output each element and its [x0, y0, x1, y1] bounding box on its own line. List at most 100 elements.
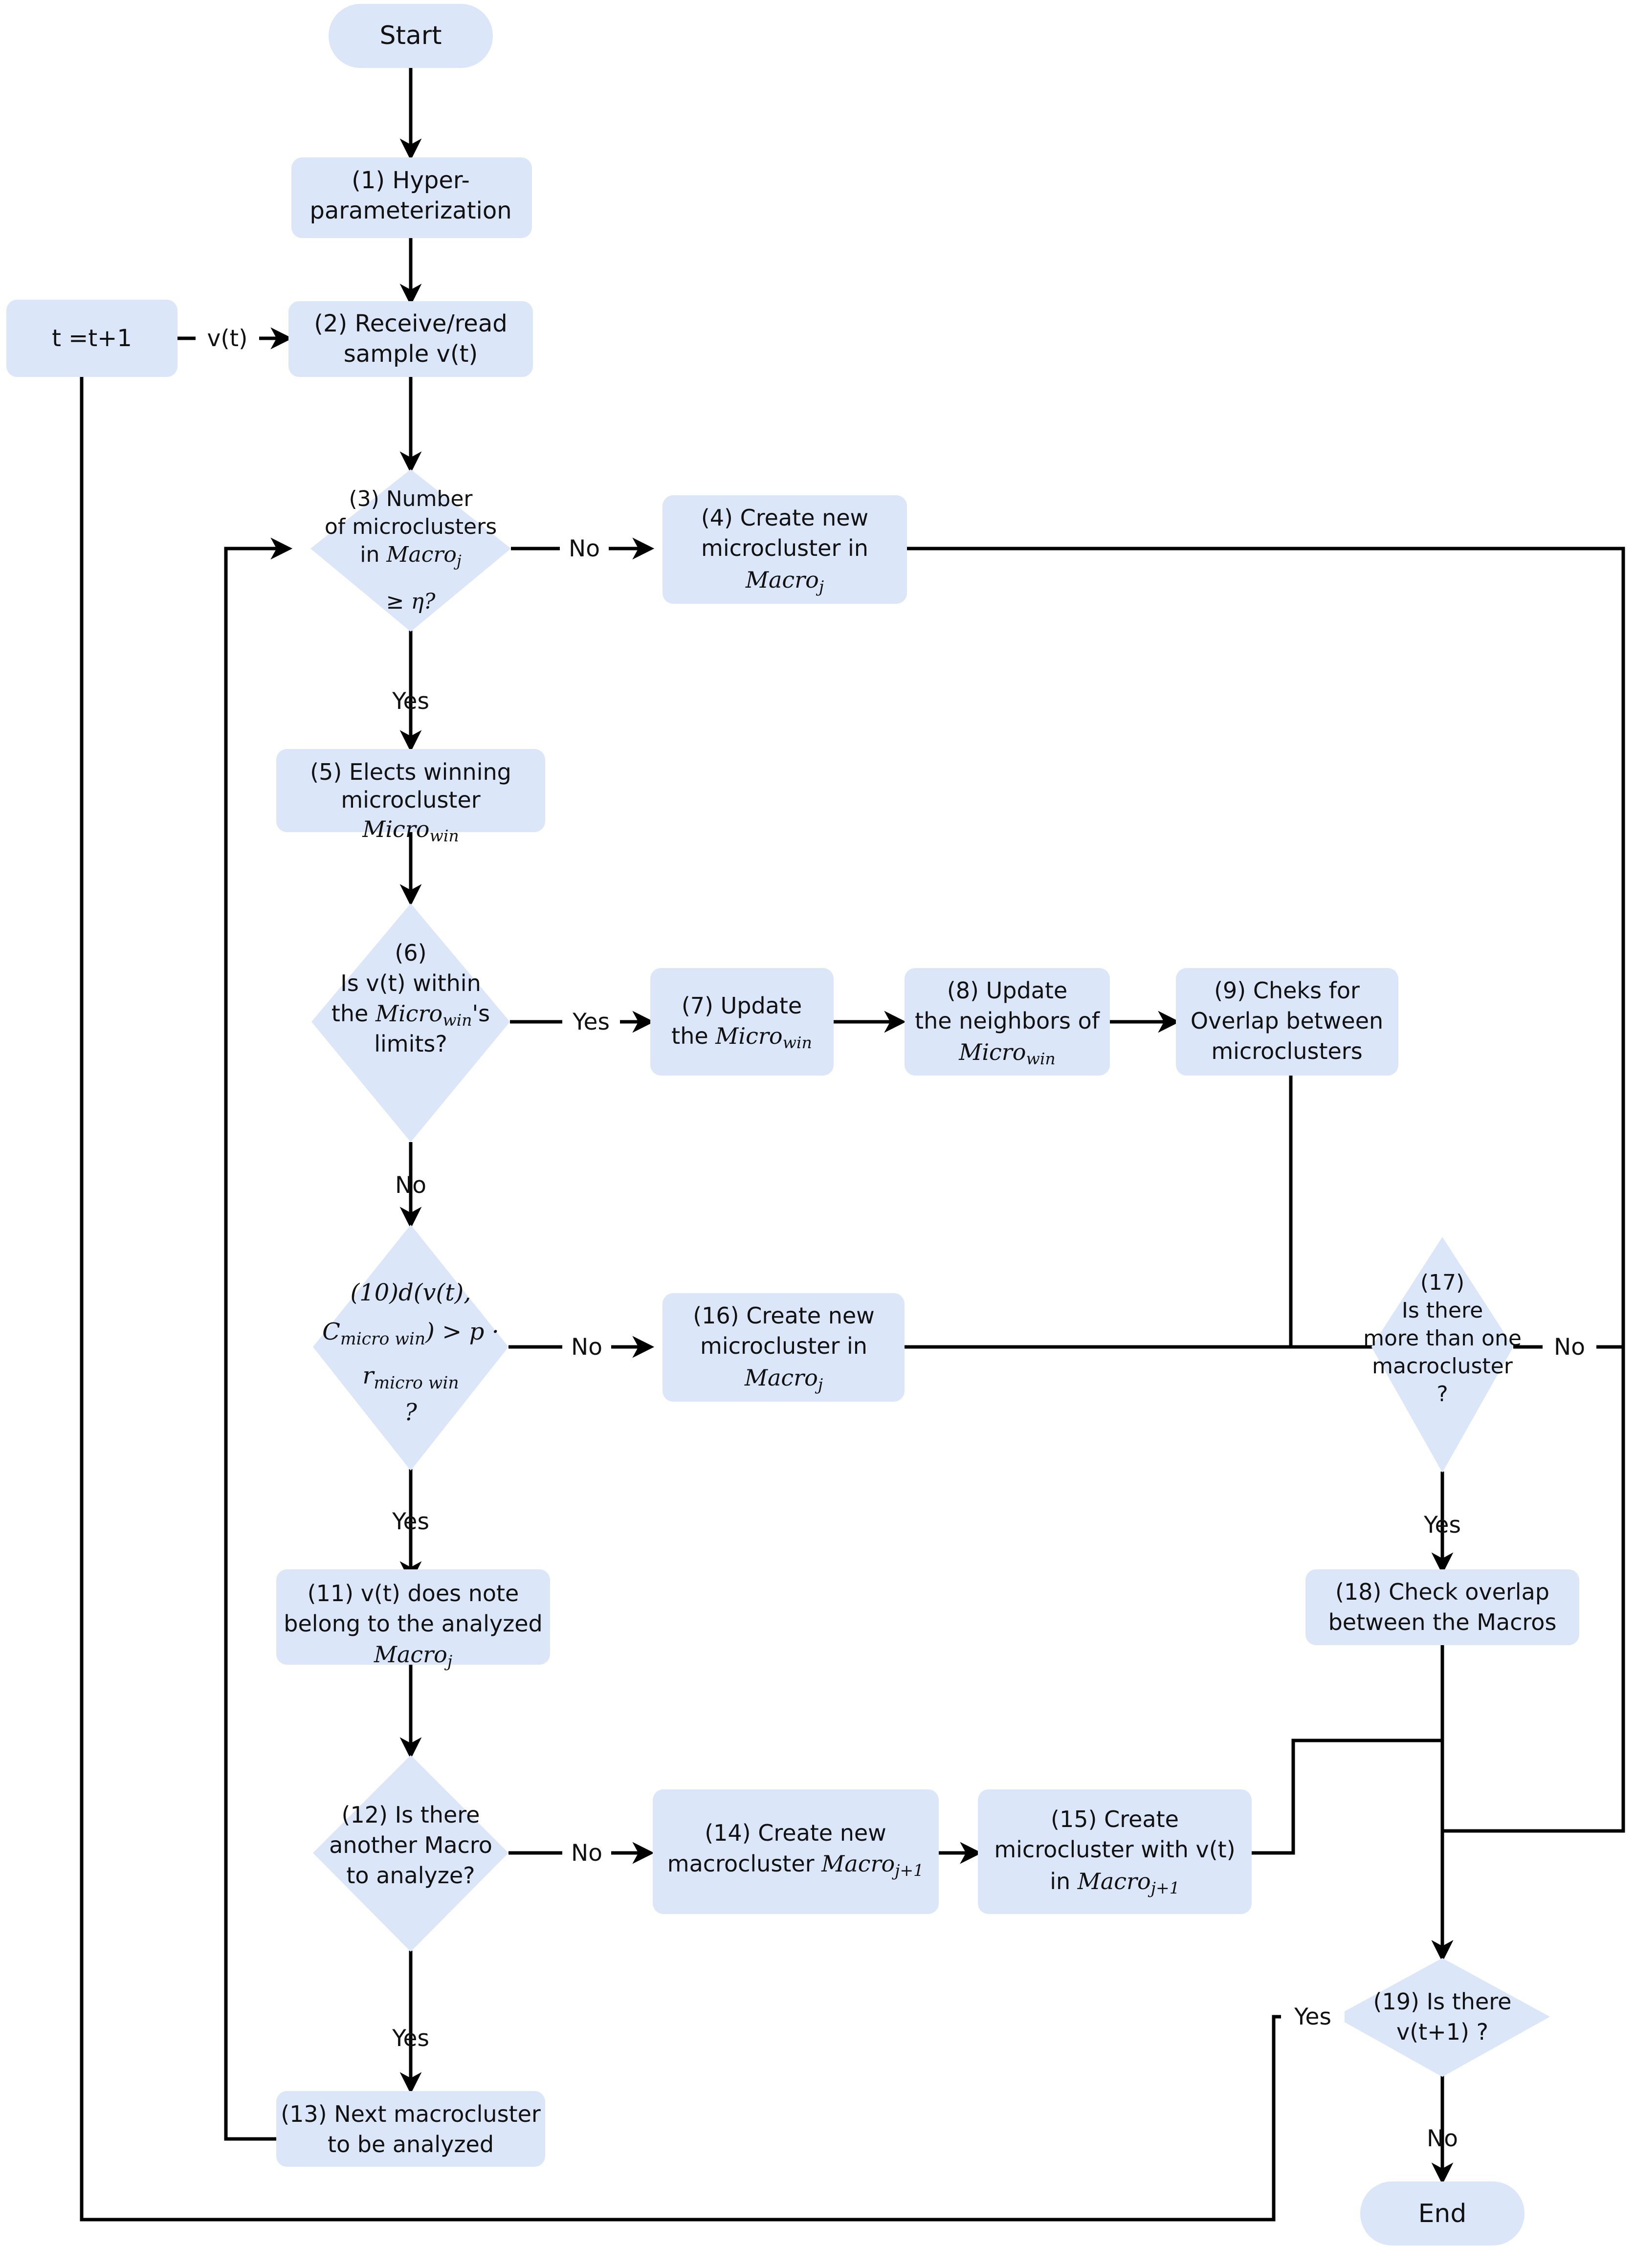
- node-5-label-line2: microcluster: [341, 787, 480, 813]
- edge-label-tinc-to-2: v(t): [207, 325, 248, 352]
- node-3-label-line1: (3) Number: [349, 486, 473, 511]
- node-16-shape[interactable]: [663, 1293, 905, 1402]
- edge-label-17-no: No: [1554, 1334, 1585, 1361]
- node-8-label-line1: (8) Update: [947, 977, 1067, 1004]
- node-6-label-line2: Is v(t) within: [340, 970, 481, 996]
- edge-label-bg-17no: [1543, 1332, 1596, 1363]
- node-18-label-line2: between the Macros: [1328, 1609, 1557, 1635]
- node-17-label-line3: more than one: [1363, 1326, 1522, 1351]
- node-6-label-line4: limits?: [374, 1031, 447, 1057]
- node-17-label-line1: (17): [1420, 1270, 1464, 1295]
- edge-label-3-yes: Yes: [392, 688, 429, 715]
- node-10-shape[interactable]: [313, 1225, 508, 1471]
- edge-label-10-yes: Yes: [392, 1508, 429, 1535]
- node-start-shape[interactable]: [329, 4, 493, 68]
- node-8-label-line3: Microwin: [958, 1039, 1056, 1068]
- node-14-shape[interactable]: [653, 1789, 939, 1914]
- edge-13-to-3: [224, 537, 293, 2141]
- node-labels-layer: Start (1) Hyper- parameterization t =t+1…: [52, 21, 1556, 2228]
- node-11-label-line2: belong to the analyzed: [284, 1610, 543, 1637]
- node-1-label-line2: parameterization: [309, 197, 511, 224]
- node-end-shape[interactable]: [1360, 2181, 1525, 2246]
- edge-15-to-19: [1252, 1739, 1454, 1962]
- node-11-label-line1: (11) v(t) does note: [308, 1580, 519, 1607]
- edge-label-bg-12no: [562, 1838, 611, 1869]
- edge-label-6-no: No: [395, 1172, 426, 1199]
- edge-label-6-yes: Yes: [572, 1009, 610, 1035]
- edge-label-17-yes: Yes: [1423, 1512, 1461, 1539]
- node-8-label-line2: the neighbors of: [915, 1008, 1101, 1034]
- node-1-shape[interactable]: [291, 157, 532, 238]
- node-4-shape[interactable]: [663, 495, 907, 604]
- node-10-label-line2: Cmicro win) > p ·: [322, 1318, 499, 1349]
- node-16-label-line1: (16) Create new: [693, 1302, 875, 1329]
- node-15-label-line3: in Macroj+1: [1050, 1868, 1180, 1897]
- node-16-label-line3: Macroj: [744, 1365, 823, 1394]
- node-6-label-line3: the Microwin's: [331, 1000, 490, 1030]
- node-5-label-line3: Microwin: [362, 816, 459, 845]
- node-4-label-line3: Macroj: [745, 567, 824, 596]
- node-3-label-line3: in Macroj: [360, 542, 462, 570]
- node-8-shape[interactable]: [905, 968, 1110, 1076]
- edge-label-19-no: No: [1427, 2125, 1458, 2152]
- node-10-label-line4: ?: [404, 1399, 417, 1426]
- edge-label-bg-19yes: [1281, 2002, 1345, 2032]
- edge-label-bg-10no: [562, 1332, 611, 1363]
- node-3-shape[interactable]: [310, 469, 511, 632]
- node-5-shape[interactable]: [276, 749, 545, 832]
- edge-labels-layer: v(t) No Yes Yes No No Yes No Yes No Yes …: [196, 323, 1596, 2152]
- edge-label-bg-6yes: [562, 1007, 620, 1037]
- node-15-label-line2: microcluster with v(t): [994, 1836, 1235, 1863]
- edge-19-to-tinc-yes: [70, 352, 1374, 2222]
- node-13-shape[interactable]: [276, 2091, 545, 2167]
- node-tinc-label: t =t+1: [52, 325, 132, 352]
- node-17-label-line2: Is there: [1402, 1298, 1483, 1323]
- edge-label-bg-3no: [560, 534, 609, 564]
- node-9-label-line3: microclusters: [1211, 1038, 1362, 1064]
- node-tinc-shape[interactable]: [6, 300, 177, 377]
- node-5-label-line1: (5) Elects winning: [310, 759, 511, 785]
- node-2-label-line1: (2) Receive/read: [314, 310, 507, 337]
- node-15-shape[interactable]: [978, 1789, 1252, 1914]
- node-7-label-line1: (7) Update: [682, 992, 802, 1019]
- nodes-layer: [6, 4, 1579, 2246]
- node-12-shape[interactable]: [313, 1755, 508, 1952]
- node-12-label-line3: to analyze?: [346, 1862, 475, 1889]
- node-18-label-line1: (18) Check overlap: [1335, 1579, 1549, 1605]
- node-2-label-line2: sample v(t): [344, 340, 478, 368]
- node-4-label-line2: microcluster in: [701, 535, 868, 561]
- node-9-shape[interactable]: [1176, 968, 1398, 1076]
- node-6-label-line1: (6): [395, 940, 426, 966]
- node-14-label-line2: macrocluster Macroj+1: [667, 1850, 924, 1880]
- node-3-label-line4: ≥ η?: [386, 589, 436, 614]
- edge-label-19-yes: Yes: [1294, 2004, 1331, 2030]
- node-4-label-line1: (4) Create new: [701, 505, 868, 531]
- node-12-label-line2: another Macro: [329, 1832, 492, 1858]
- node-12-label-line1: (12) Is there: [342, 1802, 480, 1828]
- edge-label-12-yes: Yes: [392, 2025, 429, 2052]
- node-11-shape[interactable]: [276, 1569, 550, 1665]
- node-19-label-line2: v(t+1) ?: [1396, 2019, 1488, 2045]
- node-10-label-line3: rmicro win: [362, 1362, 459, 1393]
- node-7-shape[interactable]: [650, 968, 834, 1076]
- node-1-label-line1: (1) Hyper-: [352, 167, 470, 194]
- node-15-label-line1: (15) Create: [1051, 1806, 1179, 1832]
- node-17-label-line5: ?: [1436, 1382, 1448, 1407]
- edge-4-to-right-rail: [687, 547, 1625, 1833]
- edge-label-10-no: No: [571, 1334, 602, 1361]
- node-9-label-line2: Overlap between: [1191, 1008, 1383, 1034]
- node-14-label-line1: (14) Create new: [705, 1820, 886, 1846]
- edge-label-bg-tinc: [196, 323, 259, 354]
- node-start-label: Start: [379, 21, 442, 50]
- node-10-label-line1: (10)d(v(t),: [350, 1279, 471, 1306]
- node-17-label-line4: macrocluster: [1372, 1354, 1513, 1379]
- node-6-shape[interactable]: [311, 903, 510, 1142]
- node-18-shape[interactable]: [1305, 1569, 1579, 1645]
- node-2-shape[interactable]: [288, 301, 533, 377]
- node-9-label-line1: (9) Cheks for: [1214, 977, 1360, 1004]
- node-17-shape[interactable]: [1371, 1237, 1513, 1473]
- node-19-shape[interactable]: [1335, 1958, 1550, 2077]
- node-13-label-line1: (13) Next macrocluster: [281, 2101, 541, 2127]
